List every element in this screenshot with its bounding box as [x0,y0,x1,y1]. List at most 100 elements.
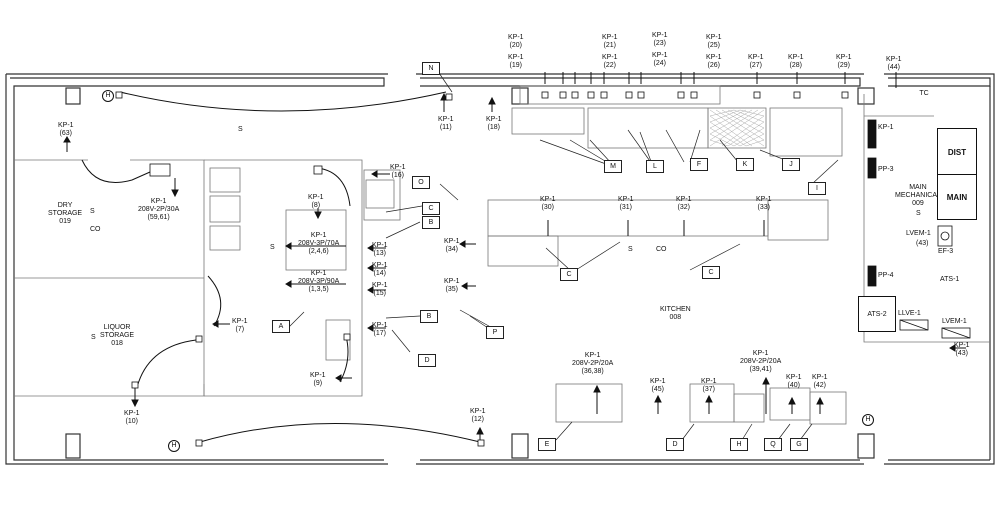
circuit-label-12: KP-1(12) [470,408,486,424]
panel-name: KP-1 [232,318,248,325]
circuit-number: (31) [619,204,632,211]
circuit-label-28: KP-1(28) [788,54,804,70]
panel-name: KP-1 [310,372,326,379]
smoke-detector-icon: S [238,126,243,133]
room-number: 008 [669,314,682,321]
circuit-label-22: KP-1(22) [602,54,618,70]
panel-name: KP-1 [706,54,722,61]
panel-name: KP-1 [954,342,970,349]
circuit-label-13: KP-1(13) [372,242,388,258]
circuit-label-10: KP-1(10) [124,410,140,426]
circuit-number: (7) [235,326,245,333]
dist-panel: DIST [937,128,977,176]
panel-name: KP-1 [650,378,666,385]
room-number: 009 [912,200,924,207]
circuit-number: (1,3,5) [308,286,329,293]
equipment-tag-b: B [422,216,440,229]
room-name: LIQUOR [103,324,131,331]
circuit-label-34: KP-1(34) [444,238,460,254]
panel-name: KP-1 [584,352,601,359]
circuit-number: (63) [59,130,72,137]
equipment-tag-d: D [418,354,436,367]
circuit-label-19: KP-1(19) [508,54,524,70]
equipment-tag-a: A [272,320,290,333]
co-detector-icon: CO [90,226,101,233]
ats-2-label: ATS-2 [867,310,887,318]
panel-name: KP-1 [124,410,140,417]
panel-name: KP-1 [372,322,388,329]
heat-detector-icon: H [168,440,180,452]
circuit-label-23: KP-1(23) [652,32,668,48]
panel-name: KP-1 [788,54,804,61]
circuit-label-26: KP-1(26) [706,54,722,70]
equipment-tag-f: F [690,158,708,171]
equipment-tag-e: E [538,438,556,451]
circuit-label-31: KP-1(31) [618,196,634,212]
circuit-label-16: KP-1(16) [390,164,406,180]
circuit-label-21: KP-1(21) [602,34,618,50]
panel-name: KP-1 [836,54,852,61]
circuit-number: (13) [373,250,386,257]
circuit-number: (11) [439,124,452,131]
panel-name: KP-1 [540,196,556,203]
equipment-tag-b: B [420,310,438,323]
circuit-number: (45) [651,386,664,393]
circuit-label-40: KP-1(40) [786,374,802,390]
circuit-number: (42) [813,382,826,389]
circuit-number: (20) [509,42,522,49]
room-label-liquor-storage: LIQUOR STORAGE 018 [100,324,134,348]
panel-name: KP-1 [438,116,454,123]
panel-name: KP-1 [310,270,327,277]
panel-name: KP-1 [310,232,327,239]
circuit-number: (30) [541,204,554,211]
circuit-label-32: KP-1(32) [676,196,692,212]
room-number: 018 [111,340,123,347]
room-number: 019 [59,218,71,225]
circuit-label-7: KP-1(7) [232,318,248,334]
ats-2-panel: ATS-2 [858,296,896,332]
panel-name: KP-1 [701,378,717,385]
panel-name: KP-1 [676,196,692,203]
room-name: STORAGE [100,332,135,339]
panel-name: KP-1 [748,54,764,61]
circuit-label-43: KP-1(43) [954,342,970,358]
circuit-number: (32) [677,204,690,211]
circuit-number: (25) [707,42,720,49]
breaker-rating: 208V-3P/90A [298,278,340,285]
breaker-rating: 208V-2P/30A [138,206,180,213]
circuit-label-27: KP-1(27) [748,54,764,70]
circuit-label-44: KP-1(44) [886,56,902,72]
circuit-number: (28) [789,62,802,69]
room-name: MECHANICAL [895,192,941,199]
panel-name: KP-1 [372,262,388,269]
panel-name: KP-1 [470,408,486,415]
ef-3-label: EF-3 [938,248,954,255]
panel-name: KP-1 [618,196,634,203]
circuit-number: (23) [653,40,666,47]
panel-name: KP-1 [706,34,722,41]
panel-name: KP-1 [812,374,828,381]
circuit-label-29: KP-1(29) [836,54,852,70]
circuit-number: (14) [373,270,386,277]
panel-name: KP-1 [752,350,769,357]
panel-name: KP-1 [756,196,772,203]
equipment-tag-q: Q [764,438,782,451]
room-name: STORAGE [48,210,83,217]
pp-4-panel-label: PP-4 [878,272,894,279]
circuit-label-17: KP-1(17) [372,322,388,338]
circuit-number: (39,41) [749,366,772,373]
circuit-label-30: KP-1(30) [540,196,556,212]
panel-name: KP-1 [308,194,324,201]
circuit-number: (17) [373,330,386,337]
room-label-dry-storage: DRY STORAGE 019 [48,202,82,226]
heat-detector-icon: H [102,90,114,102]
panel-name: KP-1 [602,54,618,61]
circuit-number: (24) [653,60,666,67]
equipment-tag-k: K [736,158,754,171]
panel-name: KP-1 [652,32,668,39]
